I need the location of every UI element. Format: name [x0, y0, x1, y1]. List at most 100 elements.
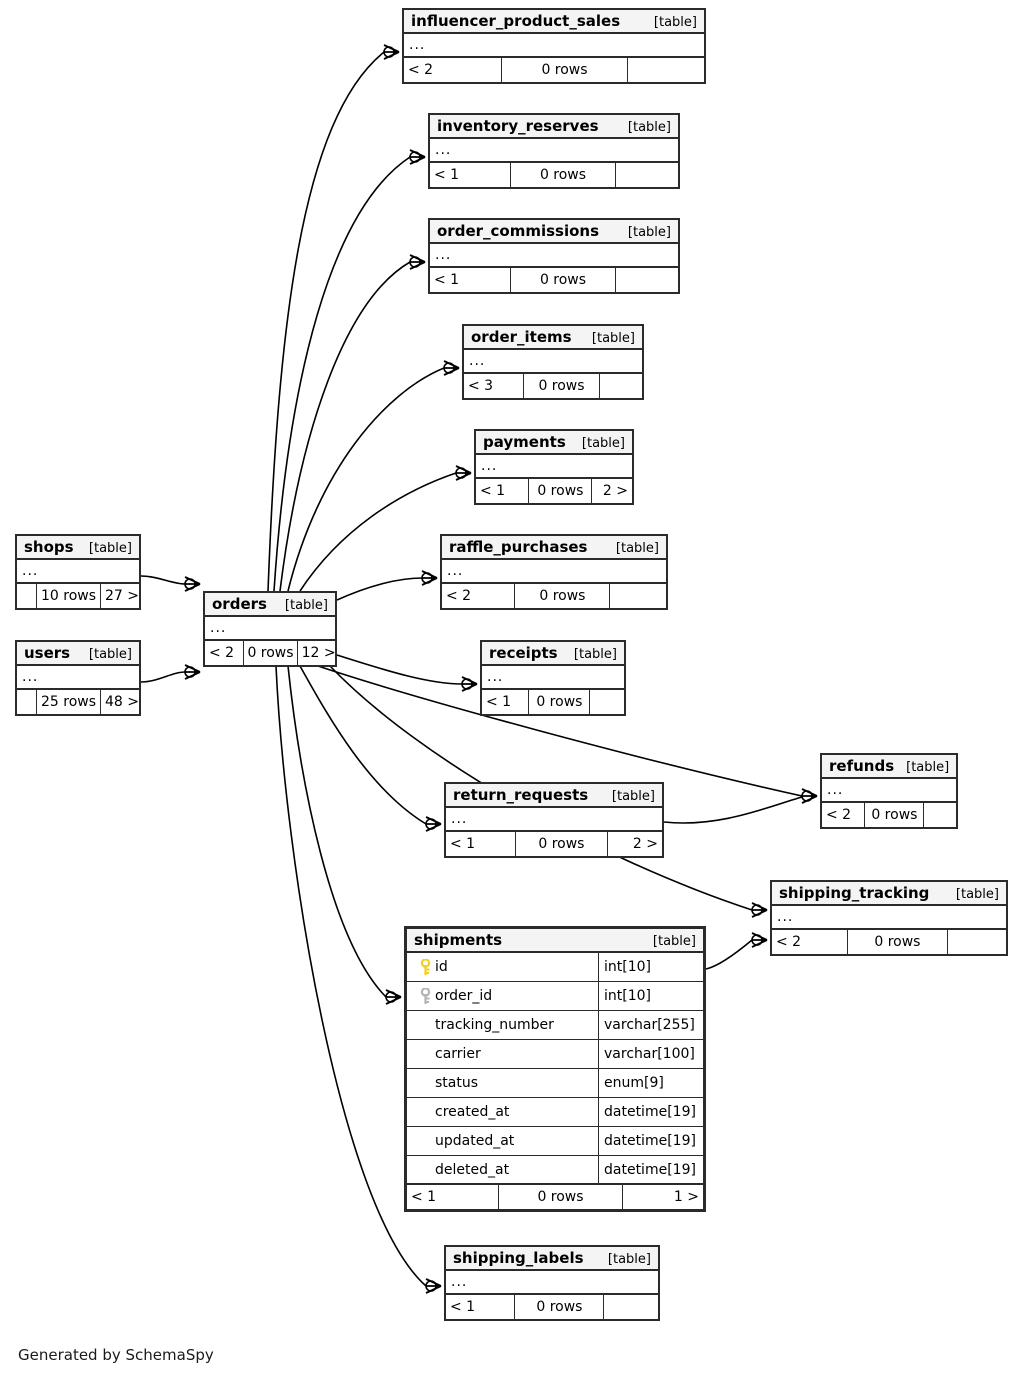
collapsed-columns-indicator[interactable]: ... — [430, 139, 678, 163]
footer-cell[interactable]: < 2 — [772, 930, 849, 954]
footer-cell[interactable]: 12 > — [301, 645, 336, 661]
footer-cell[interactable]: 25 rows — [37, 690, 101, 714]
footer-cell[interactable] — [590, 690, 624, 714]
footer-cell[interactable] — [948, 930, 1007, 954]
footer-cell[interactable]: < 3 — [464, 374, 524, 398]
column-type-cell: datetime[19] — [604, 1104, 696, 1120]
relationship-line — [273, 156, 411, 592]
footer-cell[interactable] — [17, 690, 37, 714]
cardinality-many-marker — [751, 902, 768, 918]
column-name-text: status — [435, 1075, 479, 1091]
footer-cell[interactable]: 2 > — [602, 483, 628, 499]
collapsed-columns-indicator[interactable]: ... — [464, 350, 642, 374]
footer-cell[interactable]: 27 > — [105, 588, 139, 604]
column-row[interactable]: created_at datetime[19] — [407, 1098, 703, 1127]
footer-cell[interactable]: 10 rows — [37, 584, 101, 608]
footer-cell[interactable]: < 1 — [446, 1295, 516, 1319]
cardinality-many-marker — [184, 576, 201, 592]
relationship-line — [287, 665, 387, 998]
footer-cell[interactable]: 0 rows — [848, 930, 948, 954]
footer-cell[interactable]: 2 > — [632, 836, 659, 852]
collapsed-columns-indicator[interactable]: ... — [17, 560, 139, 584]
footer-cell[interactable] — [924, 803, 956, 827]
collapsed-columns-indicator[interactable]: ... — [482, 666, 624, 690]
footer-cell[interactable]: 0 rows — [529, 690, 591, 714]
cardinality-many-marker — [425, 1278, 442, 1294]
collapsed-columns-indicator[interactable]: ... — [404, 34, 704, 58]
table-kind-label: [table] — [284, 598, 328, 613]
footer-cell[interactable]: < 1 — [430, 163, 511, 187]
footer-cell[interactable]: < 1 — [430, 268, 511, 292]
collapsed-columns-indicator[interactable]: ... — [430, 244, 678, 268]
footer-cell[interactable] — [616, 163, 678, 187]
cardinality-zero-marker — [421, 572, 433, 584]
footer-cell[interactable]: 0 rows — [499, 1185, 623, 1209]
footer-cell[interactable]: < 2 — [442, 584, 516, 608]
collapsed-columns-indicator[interactable]: ... — [17, 666, 139, 690]
footer-cell[interactable]: 0 rows — [524, 374, 600, 398]
footer-cell[interactable]: < 2 — [404, 58, 502, 82]
footer-cell[interactable]: 0 rows — [865, 803, 925, 827]
collapsed-columns-indicator[interactable]: ... — [772, 906, 1006, 930]
collapsed-columns-indicator[interactable]: ... — [476, 455, 632, 479]
footer-cell[interactable] — [604, 1295, 658, 1319]
footer-cell[interactable] — [610, 584, 666, 608]
cardinality-zero-marker — [751, 904, 763, 916]
footer-cell[interactable]: < 2 — [822, 803, 866, 827]
table-name: shipping_labels — [453, 1249, 584, 1267]
column-name-text: created_at — [435, 1104, 510, 1120]
footer-cell[interactable]: 1 > — [673, 1189, 699, 1205]
collapsed-columns-indicator[interactable]: ... — [205, 617, 335, 641]
primary-key-icon — [415, 958, 435, 976]
footer-cell[interactable]: < 1 — [476, 479, 530, 503]
footer-cell[interactable]: 0 rows — [515, 1295, 605, 1319]
footer-cell[interactable]: 0 rows — [502, 58, 628, 82]
cardinality-many-marker — [443, 360, 460, 376]
footer-cell[interactable] — [600, 374, 642, 398]
footer-cell[interactable]: 0 rows — [516, 832, 608, 856]
footer-cell[interactable]: 0 rows — [511, 268, 616, 292]
footer-cell[interactable]: < 1 — [482, 690, 530, 714]
footer-cell[interactable] — [17, 584, 37, 608]
column-name-cell: updated_at — [407, 1127, 599, 1155]
table-body-return_requests: ... — [446, 808, 662, 832]
footer-cell[interactable]: < 1 — [407, 1185, 499, 1209]
footer-cell[interactable]: < 1 — [446, 832, 517, 856]
footer-cell[interactable]: 48 > — [105, 694, 139, 710]
collapsed-columns-indicator[interactable]: ... — [442, 560, 666, 584]
footer-cell[interactable]: 0 rows — [529, 479, 593, 503]
collapsed-columns-indicator[interactable]: ... — [446, 808, 662, 832]
footer-cell[interactable] — [628, 58, 704, 82]
footer-cell[interactable]: 0 rows — [244, 641, 298, 665]
footer-cell[interactable]: 0 rows — [515, 584, 611, 608]
footer-cell[interactable]: < 2 — [205, 641, 245, 665]
footer-cell[interactable] — [616, 268, 678, 292]
collapsed-columns-indicator[interactable]: ... — [446, 1271, 658, 1295]
cardinality-zero-marker — [801, 790, 813, 802]
table-kind-label: [table] — [591, 331, 635, 346]
footer-cell[interactable]: 0 rows — [511, 163, 616, 187]
collapsed-columns-indicator[interactable]: ... — [822, 779, 956, 803]
